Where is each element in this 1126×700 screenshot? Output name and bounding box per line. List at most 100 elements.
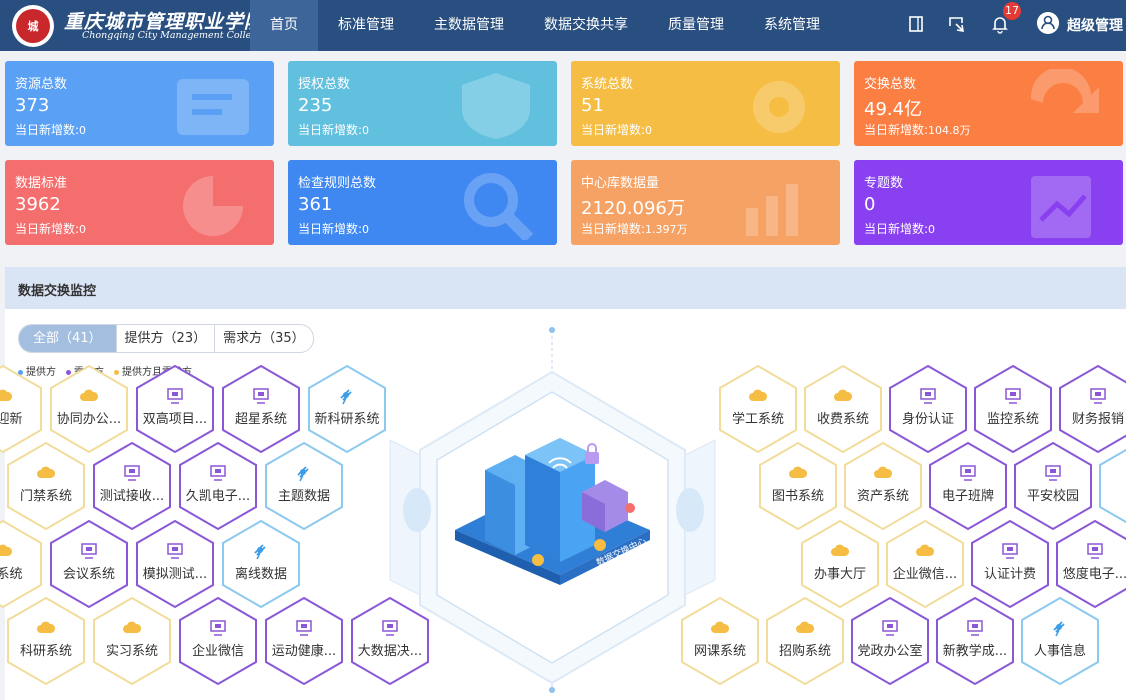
card-sub: 当日新增数:0 xyxy=(864,222,936,236)
system-node[interactable]: 认证计费 xyxy=(970,519,1050,609)
monitor-icon xyxy=(960,465,976,481)
card-sub: 当日新增数:0 xyxy=(15,222,87,236)
system-node[interactable]: 招购系统 xyxy=(765,596,845,686)
monitor-icon xyxy=(1090,388,1106,404)
panel-title: 数据交换监控 xyxy=(18,284,97,299)
legend-both[interactable]: 提供方且需求方 xyxy=(114,363,192,378)
system-node-label: 资产系统 xyxy=(856,489,909,504)
system-node[interactable]: 办事大厅 xyxy=(800,519,880,609)
card-sub: 当日新增数:0 xyxy=(298,222,370,236)
system-node-label: 双高项目... xyxy=(142,412,208,427)
system-node[interactable]: 运动健康... xyxy=(264,596,344,686)
system-node[interactable]: 久凯电子... xyxy=(178,441,258,531)
monitor-icon xyxy=(1005,388,1021,404)
hexagon-frame xyxy=(1099,448,1126,524)
system-node[interactable]: 财务报销 xyxy=(1058,364,1126,454)
hexagon-frame xyxy=(929,441,1007,531)
monitor-icon xyxy=(882,620,898,636)
college-logo[interactable]: 城 xyxy=(12,5,54,47)
system-node[interactable]: 图书系统 xyxy=(758,441,838,531)
legend-provider[interactable]: 提供方 xyxy=(18,363,56,378)
card-value: 235 xyxy=(298,95,333,116)
legend-dot xyxy=(66,369,71,375)
system-node[interactable]: 平安校园 xyxy=(1013,441,1093,531)
tab-demand[interactable]: 需求方（35） xyxy=(214,325,313,352)
system-node[interactable]: 企业微信 xyxy=(178,596,258,686)
system-node-label: 办事大厅 xyxy=(813,567,866,582)
nav-standard-management[interactable]: 标准管理 xyxy=(338,17,394,33)
tab-all[interactable]: 全部（41） xyxy=(19,325,116,352)
user-name[interactable]: 超级管理 xyxy=(1067,18,1123,34)
nav-master-data[interactable]: 主数据管理 xyxy=(434,17,504,33)
hexagon-frame xyxy=(851,596,929,686)
system-node[interactable]: 电子班牌 xyxy=(928,441,1008,531)
hexagon-frame xyxy=(93,441,171,531)
system-node[interactable]: 收费系统 xyxy=(803,364,883,454)
hexagon-frame xyxy=(936,596,1014,686)
system-node[interactable]: 监控系统 xyxy=(973,364,1053,454)
bell-icon[interactable] xyxy=(990,14,1010,34)
system-node[interactable]: 身份认证 xyxy=(888,364,968,454)
system-node[interactable]: 模拟测试... xyxy=(135,519,215,609)
system-node[interactable]: 播系统 xyxy=(0,519,43,609)
system-node[interactable]: 学工系统 xyxy=(718,364,798,454)
system-node[interactable]: 新教学成... xyxy=(935,596,1015,686)
nav-quality[interactable]: 质量管理 xyxy=(668,17,724,33)
system-node[interactable]: 双高项目... xyxy=(135,364,215,454)
system-node[interactable]: 主题数据 xyxy=(264,441,344,531)
system-node[interactable]: 资产系统 xyxy=(843,441,923,531)
system-node[interactable]: 新科研系统 xyxy=(307,364,387,454)
system-node[interactable]: 会议系统 xyxy=(49,519,129,609)
nav-data-exchange[interactable]: 数据交换共享 xyxy=(544,17,628,33)
hexagon-frame xyxy=(1059,364,1126,454)
monitor-icon xyxy=(167,543,183,559)
lock-icon xyxy=(585,452,599,464)
system-node[interactable]: 超星系统 xyxy=(221,364,301,454)
system-node[interactable]: 测试接收... xyxy=(92,441,172,531)
hexagon-frame xyxy=(351,596,429,686)
hexagon-frame xyxy=(222,519,300,609)
system-node[interactable]: 统 xyxy=(1098,441,1126,531)
fullscreen-icon[interactable] xyxy=(946,14,966,34)
hexagon-frame xyxy=(1021,596,1099,686)
user-avatar-icon[interactable] xyxy=(1037,12,1059,34)
hexagon-frame xyxy=(1014,441,1092,531)
system-node-label: 门禁系统 xyxy=(19,489,72,504)
system-node[interactable]: 门禁系统 xyxy=(6,441,86,531)
cloud-icon xyxy=(789,466,808,478)
system-node[interactable]: 大数据决... xyxy=(350,596,430,686)
system-node[interactable]: 党政办公室 xyxy=(850,596,930,686)
card-title: 中心库数据量 xyxy=(581,176,660,191)
system-node-label: 企业微信 xyxy=(191,644,244,659)
system-node[interactable]: 王迎新 xyxy=(0,364,43,454)
card-value: 51 xyxy=(581,95,604,116)
monitor-icon xyxy=(920,388,936,404)
card-watermark-icon xyxy=(464,173,534,240)
system-node[interactable]: 实习系统 xyxy=(92,596,172,686)
nav-home[interactable]: 首页 xyxy=(250,0,318,51)
system-node-label: 认证计费 xyxy=(983,567,1036,582)
system-node[interactable]: 离线数据 xyxy=(221,519,301,609)
card-watermark-icon xyxy=(753,81,805,133)
system-node[interactable]: 科研系统 xyxy=(6,596,86,686)
system-node[interactable]: 人事信息 xyxy=(1020,596,1100,686)
tab-provider[interactable]: 提供方（23） xyxy=(115,325,215,352)
book-icon[interactable] xyxy=(906,14,926,34)
card-watermark-icon xyxy=(183,176,243,236)
monitor-icon xyxy=(210,465,226,481)
system-node[interactable]: 网课系统 xyxy=(680,596,760,686)
system-node[interactable]: 协同办公... xyxy=(49,364,129,454)
nav-system[interactable]: 系统管理 xyxy=(764,17,820,33)
hexagon-frame xyxy=(971,519,1049,609)
card-value: 373 xyxy=(15,95,50,116)
system-node[interactable]: 企业微信... xyxy=(885,519,965,609)
system-node[interactable]: 悠度电子... xyxy=(1055,519,1126,609)
